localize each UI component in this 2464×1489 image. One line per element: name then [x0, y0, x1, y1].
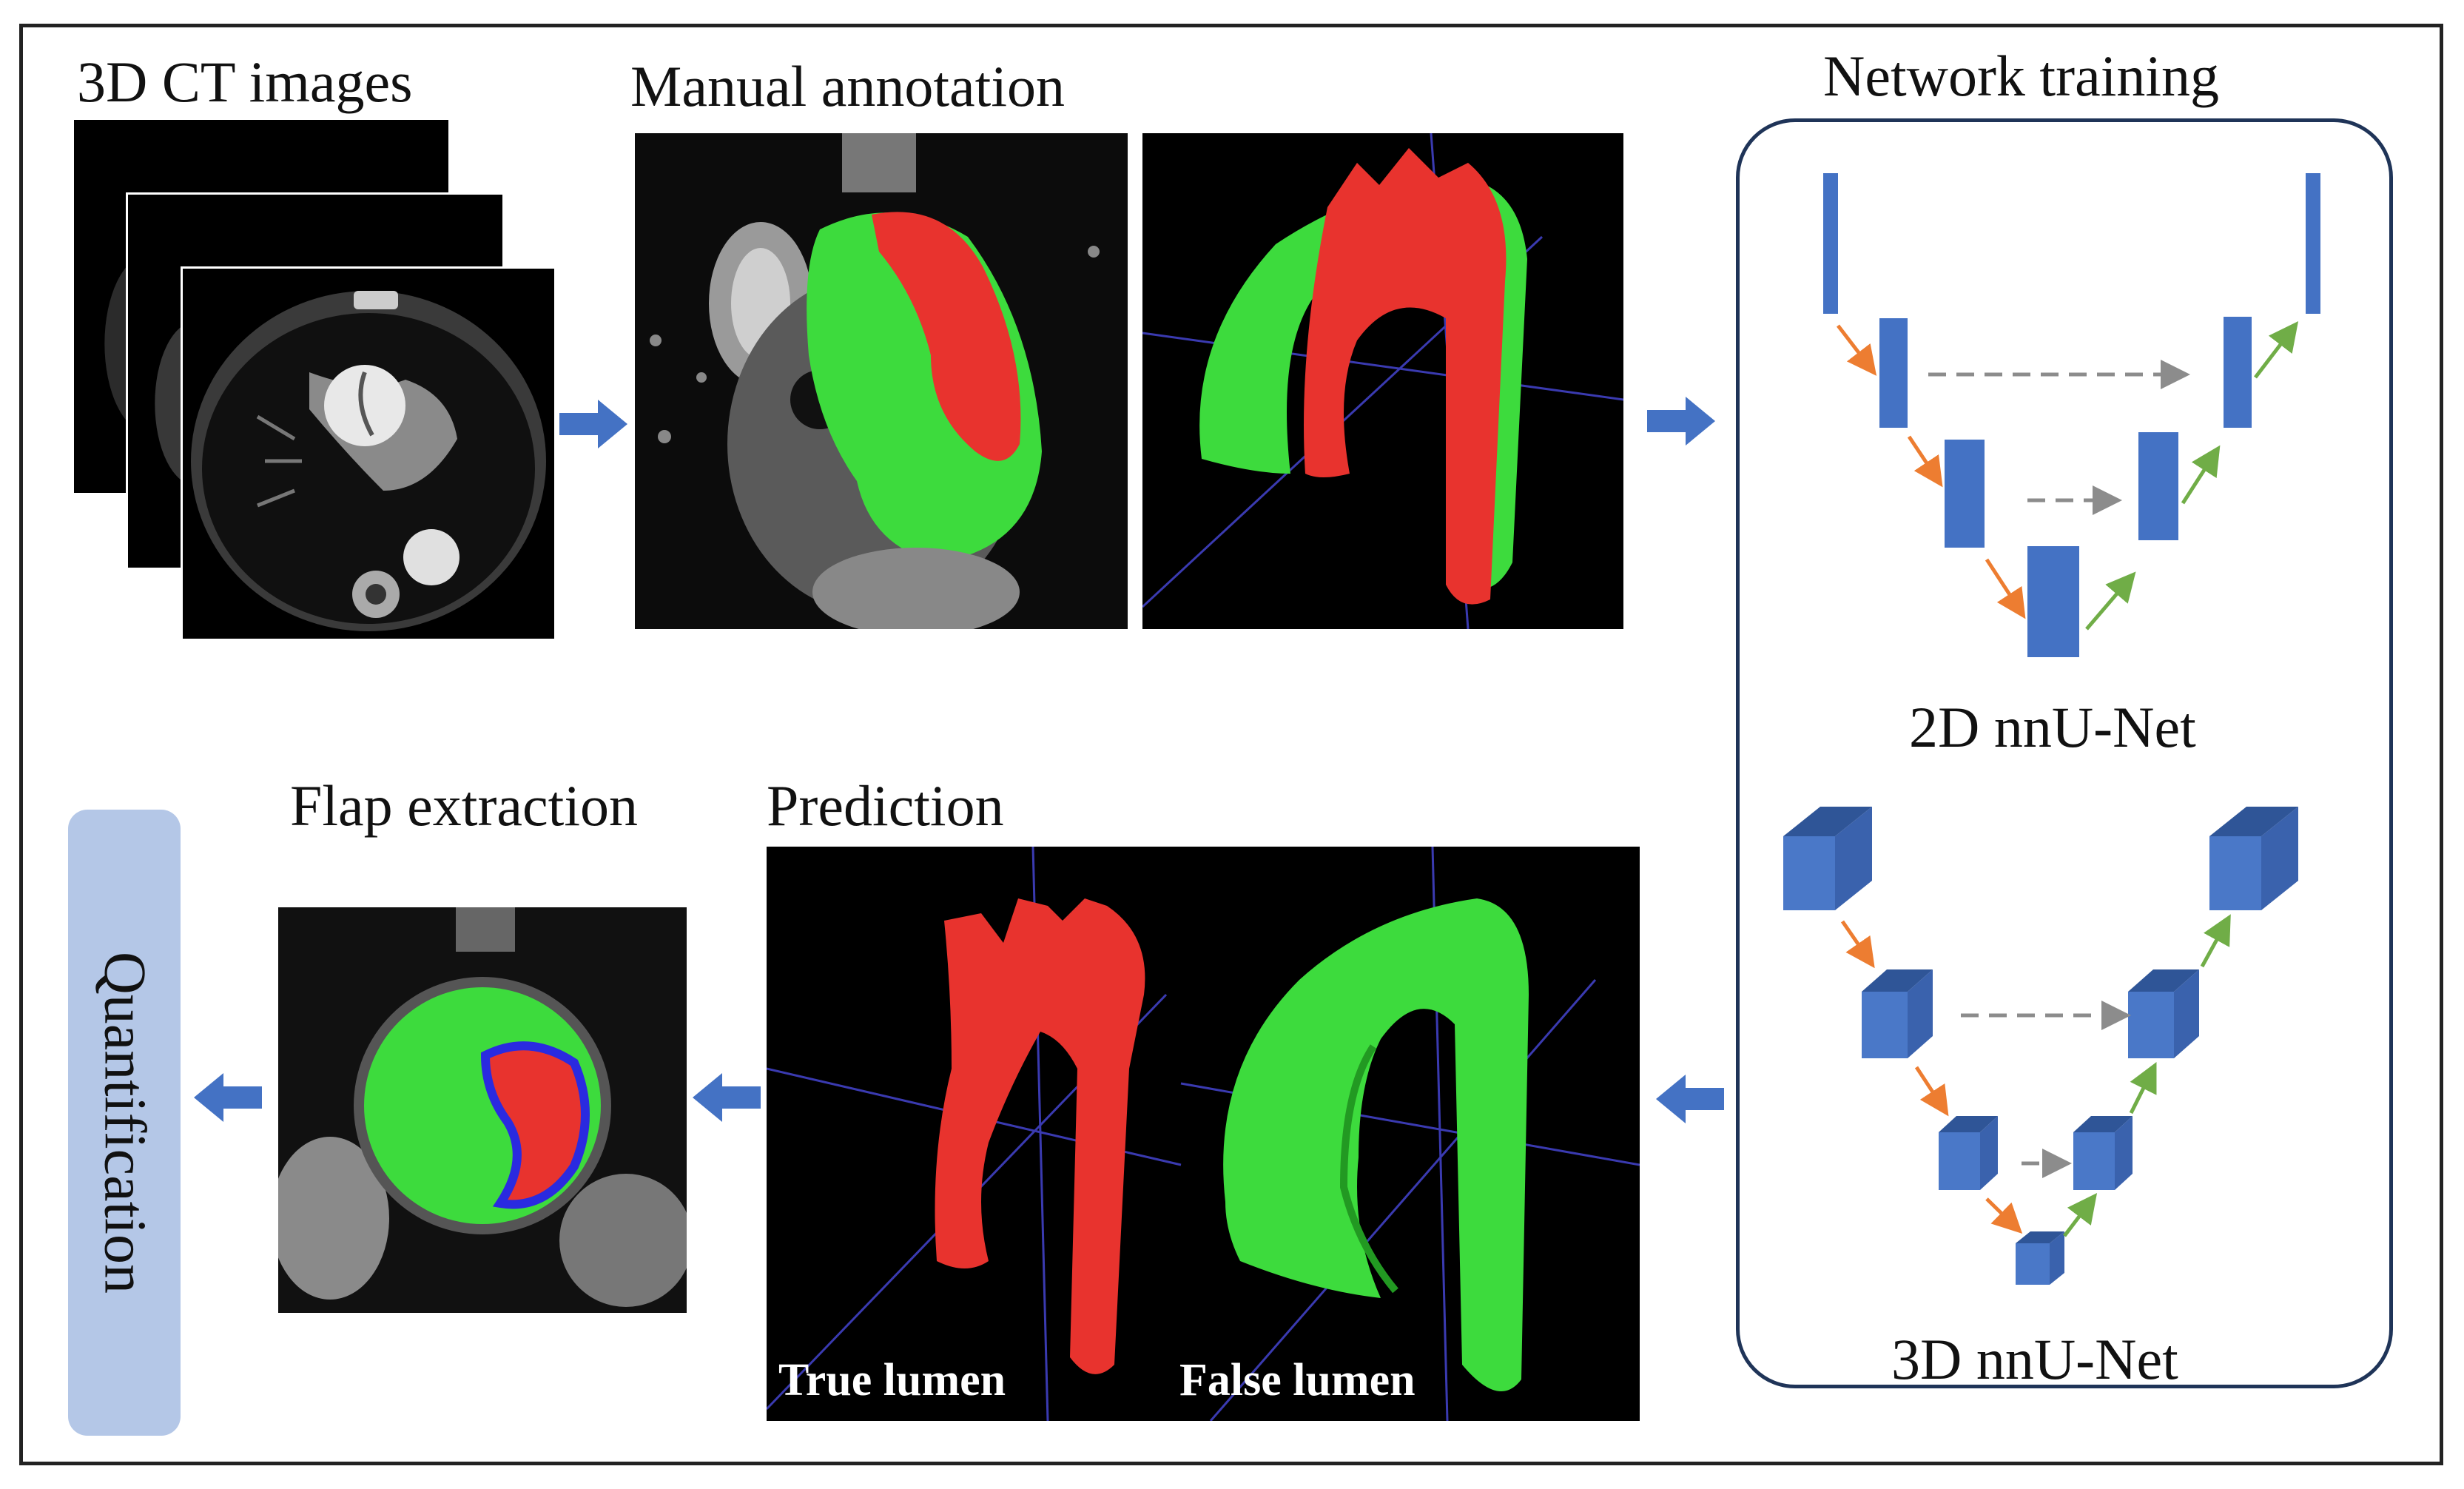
network-training-label: Network training — [1823, 44, 2220, 108]
nnunet-3d-diagram — [1783, 807, 2298, 1285]
flap-extraction-slice — [278, 907, 687, 1313]
arrow-flap-to-quantification — [194, 1073, 262, 1122]
cube-enc-2 — [1862, 969, 1933, 1058]
prediction-3d-render — [767, 847, 1640, 1421]
annotation-2d-slice — [635, 133, 1128, 629]
flap-extraction-label: Flap extraction — [290, 773, 639, 838]
arrow-annotation-to-training — [1647, 397, 1715, 446]
cube-dec-1 — [2209, 807, 2298, 910]
network-training-panel — [1736, 118, 2393, 1388]
figure-frame — [19, 24, 2443, 1465]
cube-dec-3 — [2073, 1116, 2133, 1190]
arrow-prediction-to-flap — [693, 1073, 761, 1122]
false-lumen-label: False lumen — [1179, 1355, 1416, 1405]
cube-dec-2 — [2128, 969, 2199, 1058]
cube-bottom — [2016, 1231, 2064, 1285]
quantification-label: Quantification — [92, 951, 158, 1294]
quantification-box: Quantification — [68, 810, 181, 1436]
arrow-ct-to-annotation — [559, 400, 627, 448]
cube-enc-3 — [1939, 1116, 1998, 1190]
ct-slice-front — [181, 266, 554, 639]
nnunet-2d-diagram — [1823, 173, 2320, 657]
annotation-3d-render — [1142, 133, 1623, 629]
ct-images-label: 3D CT images — [77, 50, 413, 114]
prediction-label: Prediction — [767, 773, 1004, 838]
cube-enc-1 — [1783, 807, 1872, 910]
nnunet-2d-label: 2D nnU-Net — [1909, 695, 2196, 759]
manual-annotation-label: Manual annotation — [630, 54, 1066, 118]
nnunet-3d-label: 3D nnU-Net — [1891, 1327, 2178, 1391]
arrow-training-to-prediction — [1656, 1075, 1724, 1123]
true-lumen-label: True lumen — [778, 1355, 1006, 1405]
